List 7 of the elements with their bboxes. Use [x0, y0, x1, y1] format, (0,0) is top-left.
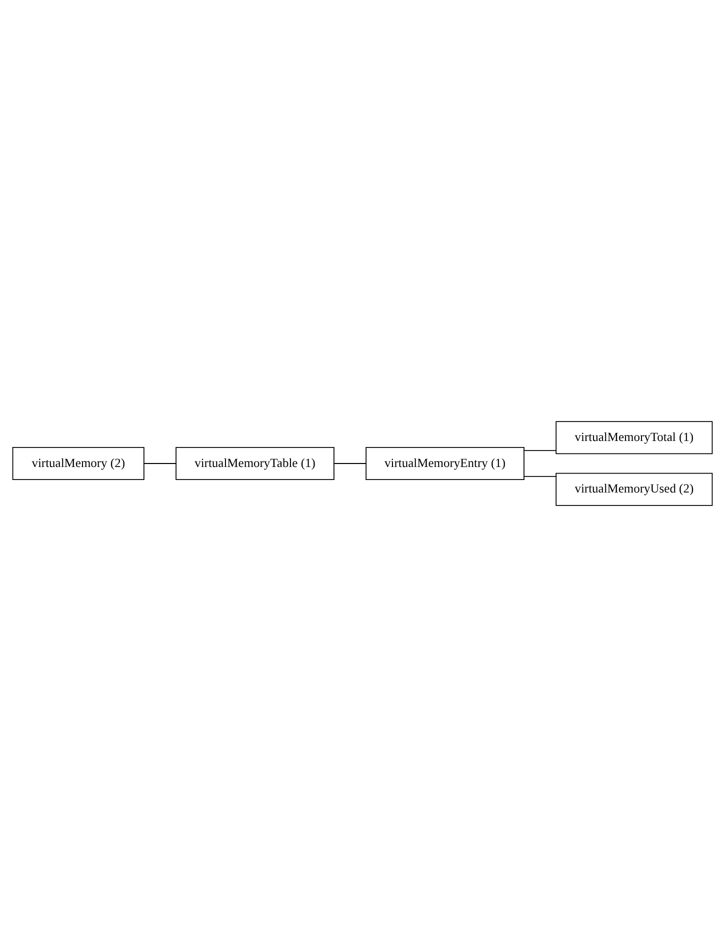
- node-box: virtualMemoryTotal (1): [556, 420, 713, 454]
- node-box: virtualMemory (2): [12, 446, 144, 480]
- node-box: virtualMemoryUsed (2): [556, 472, 713, 506]
- connector: [144, 462, 176, 464]
- node-box: virtualMemoryEntry (1): [366, 446, 524, 480]
- connector: [334, 462, 366, 464]
- node-box: virtualMemoryTable (1): [176, 446, 334, 480]
